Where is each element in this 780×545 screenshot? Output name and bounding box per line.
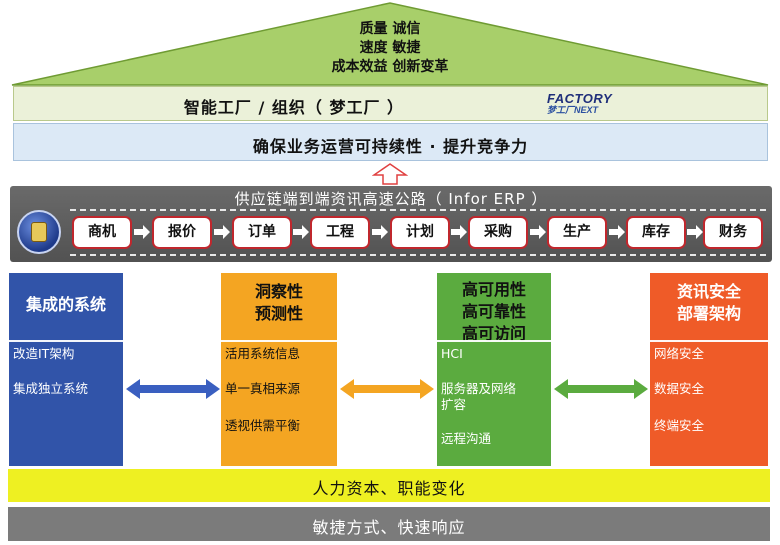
pillar-divider	[650, 340, 768, 342]
process-step: 财务	[703, 216, 763, 249]
pillar-heading-line: 集成的系统	[25, 295, 106, 314]
road-dash-top	[70, 209, 766, 211]
human-capital-band: 人力资本、职能变化	[8, 469, 770, 502]
supply-chain-highway: 供应链端到端资讯高速公路（ Infor ERP ） 商机报价订单工程计划采购生产…	[10, 186, 772, 262]
process-step: 生产	[547, 216, 607, 249]
pillar-item: 远程沟通	[441, 431, 492, 446]
pillar-heading: 洞察性预测性	[221, 281, 337, 325]
pillar-divider	[9, 340, 123, 342]
double-arrow-icon-2	[340, 379, 434, 399]
pillar-heading-line: 预测性	[254, 304, 303, 323]
pillar-column: 洞察性预测性活用系统信息单一真相来源透视供需平衡	[221, 273, 337, 466]
highway-title: 供应链端到端资讯高速公路（ Infor ERP ）	[234, 190, 548, 208]
pillar-heading: 高可用性高可靠性高可访问	[437, 279, 551, 345]
roof-line-1: 质量 诚信	[359, 21, 421, 37]
process-step: 商机	[72, 216, 132, 249]
pillar-heading-line: 部署架构	[676, 304, 741, 323]
pillar-column: 资讯安全部署架构网络安全数据安全终端安全	[650, 273, 768, 466]
roof-triangle	[11, 2, 769, 86]
process-step: 计划	[390, 216, 450, 249]
logo-line-2: 梦工厂NEXT	[547, 105, 599, 115]
smart-factory-title: 智能工厂 / 组织（ 梦工厂 ）	[183, 98, 405, 117]
step-arrow-icon	[530, 225, 546, 239]
road-dash-bottom	[70, 254, 766, 256]
step-arrow-icon	[451, 225, 467, 239]
process-step: 库存	[626, 216, 686, 249]
up-arrow-icon	[372, 163, 408, 185]
pillar-item: 网络安全	[654, 346, 705, 361]
pillar-item: 活用系统信息	[225, 346, 301, 361]
agile-title: 敏捷方式、快速响应	[312, 518, 466, 537]
process-step: 采购	[468, 216, 528, 249]
roof-line-3: 成本效益 创新变革	[331, 59, 449, 75]
step-arrow-icon	[609, 225, 625, 239]
factory-next-logo: FACTORY 梦工厂NEXT	[547, 91, 625, 117]
pillar-item: 集成独立系统	[13, 381, 89, 396]
step-arrow-icon	[214, 225, 230, 239]
human-capital-title: 人力资本、职能变化	[312, 479, 466, 498]
process-step: 工程	[310, 216, 370, 249]
company-emblem-icon	[17, 210, 61, 254]
agile-band: 敏捷方式、快速响应	[8, 507, 770, 541]
pillar-item: 透视供需平衡	[225, 418, 301, 433]
double-arrow-icon-1	[126, 379, 220, 399]
pillar-item: 服务器及网络 扩容	[441, 381, 517, 412]
pillar-item: 数据安全	[654, 381, 705, 396]
pillar-divider	[221, 340, 337, 342]
pillar-heading-line: 高可用性	[461, 280, 526, 299]
pillar-item: HCI	[441, 346, 463, 361]
ensure-band: 确保业务运营可持续性 · 提升竞争力	[13, 123, 768, 161]
process-step: 订单	[232, 216, 292, 249]
pillar-item: 终端安全	[654, 418, 705, 433]
pillar-item: 单一真相来源	[225, 381, 301, 396]
step-arrow-icon	[293, 225, 309, 239]
smart-factory-band: 智能工厂 / 组织（ 梦工厂 ） FACTORY 梦工厂NEXT	[13, 86, 768, 121]
pillar-heading-line: 高可访问	[461, 324, 526, 343]
pillar-heading-line: 高可靠性	[461, 302, 526, 321]
pillar-heading: 集成的系统	[9, 294, 123, 316]
pillar-heading: 资讯安全部署架构	[650, 281, 768, 325]
ensure-title: 确保业务运营可持续性 · 提升竞争力	[252, 137, 529, 156]
pillar-column: 集成的系统改造IT架构集成独立系统	[9, 273, 123, 466]
step-arrow-icon	[687, 225, 703, 239]
process-step: 报价	[152, 216, 212, 249]
step-arrow-icon	[372, 225, 388, 239]
double-arrow-icon-3	[554, 379, 648, 399]
pillar-item: 改造IT架构	[13, 346, 75, 361]
step-arrow-icon	[134, 225, 150, 239]
pillar-heading-line: 洞察性	[254, 282, 303, 301]
pillar-heading-line: 资讯安全	[676, 282, 741, 301]
pillar-divider	[437, 340, 551, 342]
logo-line-1: FACTORY	[547, 91, 613, 106]
emblem-shield	[31, 222, 47, 242]
roof-line-2: 速度 敏捷	[359, 40, 421, 56]
